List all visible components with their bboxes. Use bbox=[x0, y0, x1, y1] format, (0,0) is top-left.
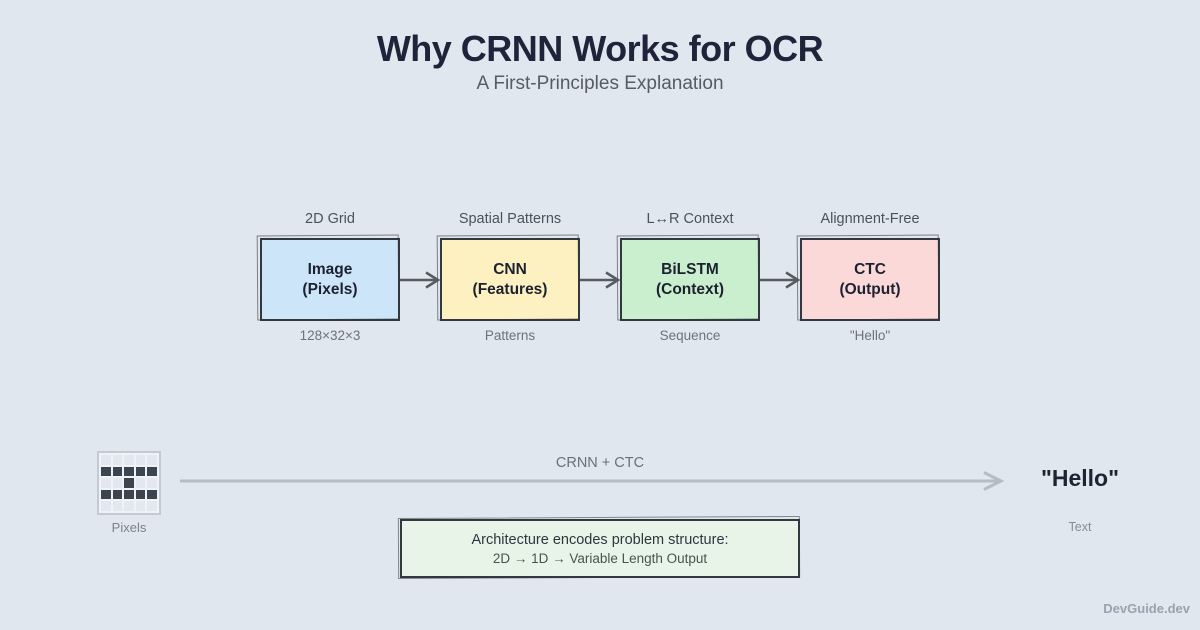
pixel-cell bbox=[112, 455, 123, 465]
pixel-cell bbox=[112, 489, 123, 500]
stage-top-label-cnn: Spatial Patterns bbox=[458, 211, 562, 227]
stage-top-label-bilstm: L↔R Context bbox=[646, 211, 734, 227]
note-box: Architecture encodes problem structure: … bbox=[400, 519, 800, 578]
stage-box-image-sub: (Pixels) bbox=[302, 280, 358, 298]
stage-box-bilstm: BiLSTM (Context) bbox=[620, 238, 760, 321]
output-caption: Text bbox=[1068, 520, 1092, 534]
stage-bottom-label-image: 128×32×3 bbox=[299, 328, 361, 343]
pixel-cell bbox=[135, 466, 146, 477]
stage-box-cnn: CNN (Features) bbox=[440, 238, 580, 321]
stage-box-cnn-sub: (Features) bbox=[472, 280, 548, 298]
pixel-cell bbox=[101, 466, 111, 477]
pixel-cell bbox=[135, 478, 146, 488]
pixel-cell bbox=[112, 501, 123, 511]
pixel-cell bbox=[124, 455, 134, 465]
pixel-cell bbox=[101, 501, 111, 511]
stage-bottom-label-ctc: "Hello" bbox=[849, 328, 891, 343]
stage-box-image-name: Image bbox=[307, 260, 353, 278]
note-line2: 2D → 1D → Variable Length Output bbox=[492, 550, 708, 566]
page-title: Why CRNN Works for OCR bbox=[376, 28, 824, 69]
stage-box-ctc-sub: (Output) bbox=[839, 280, 901, 298]
pixel-cell bbox=[112, 478, 123, 488]
pixel-cell bbox=[124, 489, 134, 500]
pixel-cell bbox=[124, 501, 134, 511]
pixel-cell bbox=[147, 501, 157, 511]
arrow-icon bbox=[400, 271, 441, 289]
stage-top-label-ctc: Alignment-Free bbox=[820, 211, 920, 227]
stage-box-image: Image (Pixels) bbox=[260, 238, 400, 321]
note-line1: Architecture encodes problem structure: bbox=[471, 531, 729, 548]
pixel-cell bbox=[124, 466, 134, 477]
pixel-cell bbox=[112, 466, 123, 477]
page-subtitle: A First-Principles Explanation bbox=[476, 73, 724, 94]
pixels-caption: Pixels bbox=[111, 520, 147, 535]
pixel-cell bbox=[135, 455, 146, 465]
pixel-cell bbox=[147, 466, 157, 477]
stage-box-cnn-name: CNN bbox=[493, 260, 527, 278]
stage-top-label-image: 2D Grid bbox=[305, 211, 355, 227]
pixel-cell bbox=[147, 489, 157, 500]
pixel-cell bbox=[135, 501, 146, 511]
pixel-cell bbox=[147, 478, 157, 488]
stage-box-bilstm-name: BiLSTM bbox=[661, 260, 719, 278]
pixel-cell bbox=[147, 455, 157, 465]
pixel-cell bbox=[135, 489, 146, 500]
stage-box-bilstm-sub: (Context) bbox=[655, 280, 725, 298]
pixel-cell bbox=[101, 489, 111, 500]
pixel-grid bbox=[97, 451, 161, 515]
arrow-icon bbox=[760, 271, 801, 289]
arrow-icon bbox=[580, 271, 621, 289]
watermark: DevGuide.dev bbox=[1103, 601, 1190, 616]
crnn-ctc-arrow-label: CRNN + CTC bbox=[555, 455, 645, 471]
pixel-cell bbox=[124, 478, 134, 488]
long-arrow-icon bbox=[180, 471, 1005, 491]
stage-bottom-label-bilstm: Sequence bbox=[659, 328, 721, 343]
stage-box-ctc-name: CTC bbox=[854, 260, 886, 278]
pixel-cell bbox=[101, 455, 111, 465]
stage-box-ctc: CTC (Output) bbox=[800, 238, 940, 321]
stage-bottom-label-cnn: Patterns bbox=[484, 328, 536, 343]
pixel-cell bbox=[101, 478, 111, 488]
output-text: "Hello" bbox=[1040, 465, 1120, 491]
